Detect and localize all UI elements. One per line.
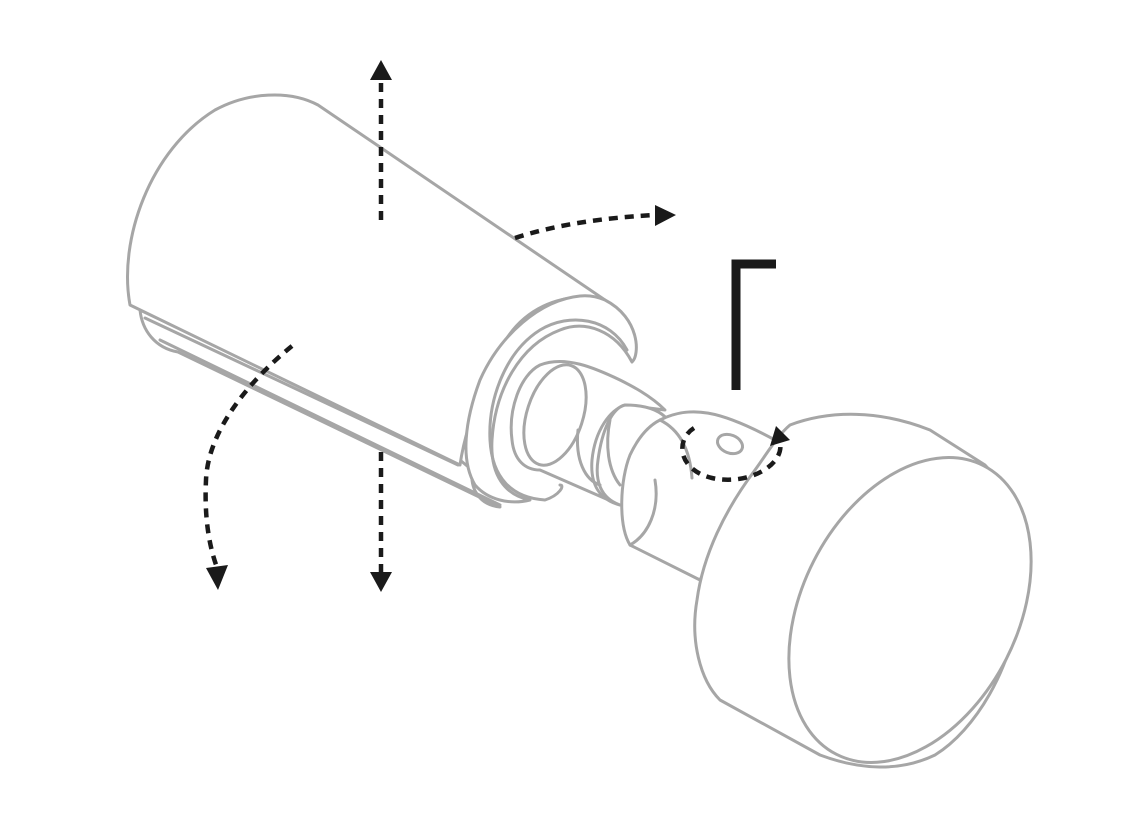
- pan-arrow-icon: [514, 205, 676, 241]
- base-face: [787, 456, 1033, 764]
- rear-collar: [464, 294, 638, 504]
- neck-main: [509, 360, 667, 507]
- collar-outer: [464, 294, 638, 504]
- lock-screw-rotate-icon: [680, 426, 790, 482]
- lock-screw-hole: [715, 432, 745, 456]
- swivel-joint: [620, 410, 777, 582]
- hex-key-icon: [731, 259, 776, 390]
- tilt-arrow-icon: [370, 60, 392, 220]
- rotate-arrow-icon: [203, 344, 294, 590]
- mount-base: [693, 412, 1033, 769]
- housing-bottom-edge: [158, 338, 502, 507]
- housing-lower-edge: [143, 316, 460, 467]
- collar-inner-ring: [488, 318, 629, 502]
- tilt-arrow-down-icon: [370, 452, 392, 592]
